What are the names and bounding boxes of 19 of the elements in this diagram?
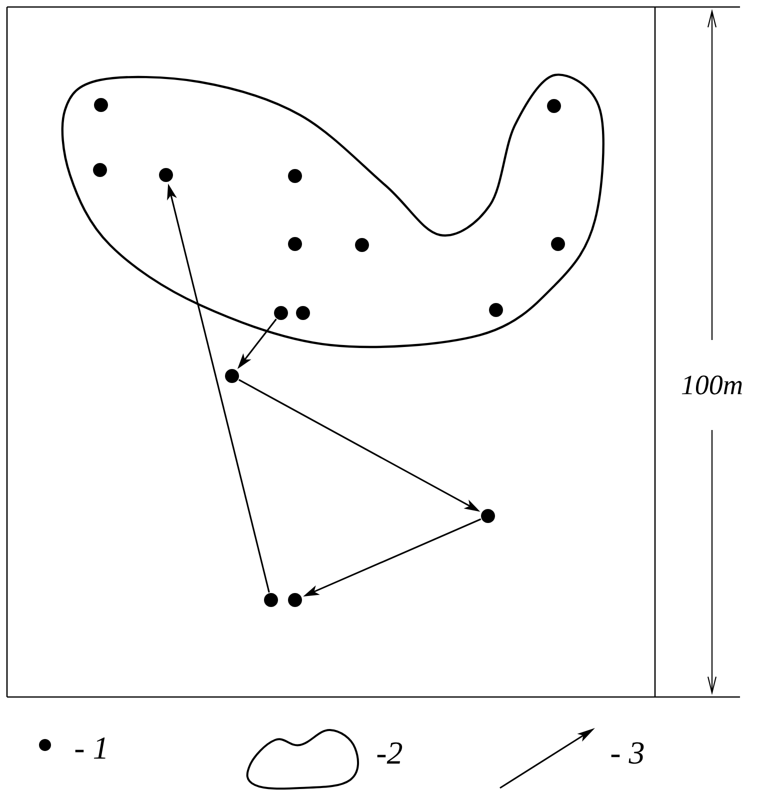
point-dot xyxy=(274,306,288,320)
legend-label: -2 xyxy=(377,742,402,764)
point-dot xyxy=(296,306,310,320)
point-dot xyxy=(355,238,369,252)
point-dot xyxy=(159,168,173,182)
point-dot xyxy=(225,369,239,383)
point-dot xyxy=(94,98,108,112)
legend-label: - 3 xyxy=(611,742,644,764)
point-dot xyxy=(288,593,302,607)
legend-label: - 1 xyxy=(75,737,106,759)
dimension-label: 100m xyxy=(682,376,742,394)
point-dot xyxy=(547,99,561,113)
point-dot xyxy=(264,593,278,607)
point-dot xyxy=(481,509,495,523)
point-dot xyxy=(288,237,302,251)
point-dot xyxy=(288,169,302,183)
point-dot xyxy=(489,303,503,317)
point-dot xyxy=(93,163,107,177)
point-dot xyxy=(551,237,565,251)
